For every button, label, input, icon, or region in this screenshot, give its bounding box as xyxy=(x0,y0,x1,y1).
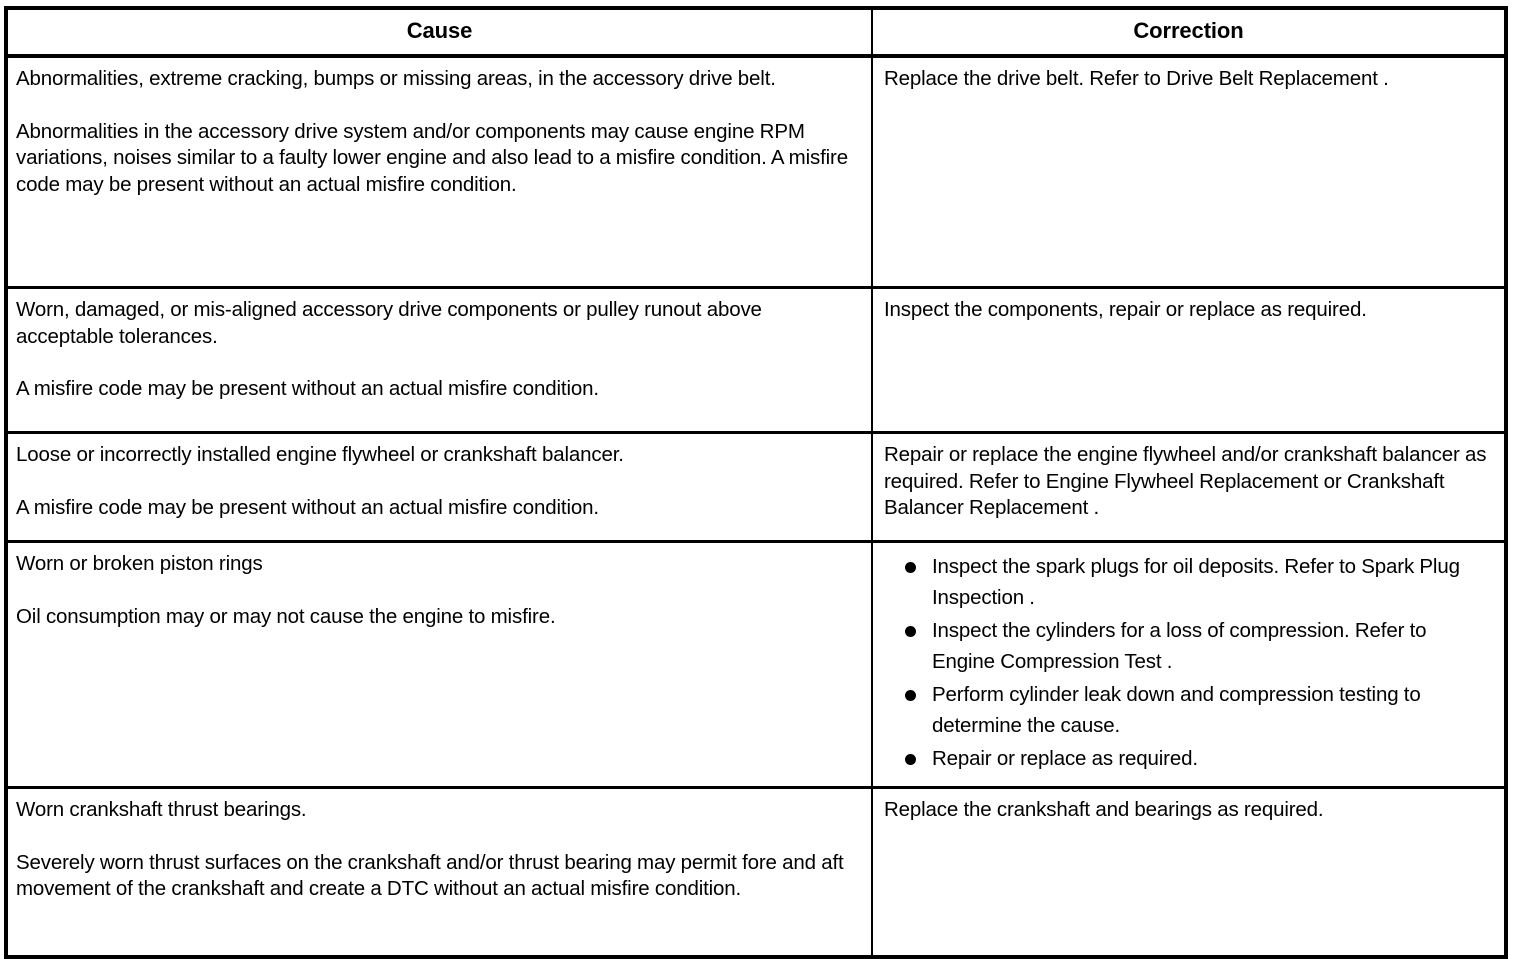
correction-cell: Repair or replace the engine flywheel an… xyxy=(872,431,1506,542)
cause-paragraph: Abnormalities in the accessory drive sys… xyxy=(16,119,848,196)
list-item: Inspect the spark plugs for oil deposits… xyxy=(884,551,1494,613)
cause-paragraph: Oil consumption may or may not cause the… xyxy=(16,604,556,628)
correction-paragraph: Repair or replace the engine flywheel an… xyxy=(884,443,1487,519)
cause-paragraph: Severely worn thrust surfaces on the cra… xyxy=(16,850,844,901)
cause-cell: Worn, damaged, or mis-aligned accessory … xyxy=(6,286,873,433)
list-item-label: Inspect the spark plugs for oil deposits… xyxy=(932,555,1460,609)
table-row: Loose or incorrectly installed engine fl… xyxy=(6,431,1506,542)
correction-cell: Inspect the spark plugs for oil deposits… xyxy=(872,540,1506,788)
bullet-icon xyxy=(905,626,916,637)
cause-paragraph: Worn crankshaft thrust bearings. xyxy=(16,798,307,821)
cause-cell: Abnormalities, extreme cracking, bumps o… xyxy=(6,56,873,288)
header-row: Cause Correction xyxy=(6,8,1506,58)
correction-paragraph: Replace the crankshaft and bearings as r… xyxy=(884,798,1324,821)
table-row: Worn or broken piston rings Oil consumpt… xyxy=(6,540,1506,788)
list-item: Perform cylinder leak down and compressi… xyxy=(884,679,1494,741)
cause-paragraph: A misfire code may be present without an… xyxy=(16,495,599,519)
cause-paragraph: Worn, damaged, or mis-aligned accessory … xyxy=(16,298,762,348)
correction-paragraph: Replace the drive belt. Refer to Drive B… xyxy=(884,67,1389,90)
document-page: Cause Correction Abnormalities, extreme … xyxy=(4,6,1508,959)
cause-paragraph: Worn or broken piston rings xyxy=(16,552,263,575)
correction-cell: Replace the drive belt. Refer to Drive B… xyxy=(872,56,1506,288)
correction-bullet-list: Inspect the spark plugs for oil deposits… xyxy=(884,551,1494,774)
correction-paragraph: Inspect the components, repair or replac… xyxy=(884,298,1367,321)
table-body: Abnormalities, extreme cracking, bumps o… xyxy=(6,56,1506,957)
bullet-icon xyxy=(905,562,916,573)
table-row: Abnormalities, extreme cracking, bumps o… xyxy=(6,56,1506,288)
cause-paragraph: A misfire code may be present without an… xyxy=(16,377,599,400)
column-header-cause: Cause xyxy=(6,8,873,58)
cause-correction-table: Cause Correction Abnormalities, extreme … xyxy=(4,6,1508,959)
list-item-label: Inspect the cylinders for a loss of comp… xyxy=(932,619,1427,673)
bullet-icon xyxy=(905,690,916,701)
list-item-label: Repair or replace as required. xyxy=(932,747,1198,770)
table-row: Worn crankshaft thrust bearings. Severel… xyxy=(6,786,1506,957)
bullet-icon xyxy=(905,754,916,765)
correction-cell: Inspect the components, repair or replac… xyxy=(872,286,1506,433)
cause-paragraph: Abnormalities, extreme cracking, bumps o… xyxy=(16,67,776,90)
cause-cell: Worn or broken piston rings Oil consumpt… xyxy=(6,540,873,788)
cause-cell: Worn crankshaft thrust bearings. Severel… xyxy=(6,786,873,957)
list-item: Repair or replace as required. xyxy=(884,743,1494,774)
list-item-label: Perform cylinder leak down and compressi… xyxy=(932,683,1421,737)
list-item: Inspect the cylinders for a loss of comp… xyxy=(884,615,1494,677)
column-header-correction: Correction xyxy=(872,8,1506,58)
cause-cell: Loose or incorrectly installed engine fl… xyxy=(6,431,873,542)
table-row: Worn, damaged, or mis-aligned accessory … xyxy=(6,286,1506,433)
table-header: Cause Correction xyxy=(6,8,1506,58)
correction-cell: Replace the crankshaft and bearings as r… xyxy=(872,786,1506,957)
cause-paragraph: Loose or incorrectly installed engine fl… xyxy=(16,443,624,466)
